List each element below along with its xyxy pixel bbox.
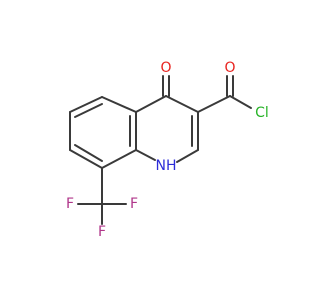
atom-label-nh: NH [156, 158, 177, 174]
atom-label-f-right: F [130, 196, 138, 212]
bond-cacyl-cl [229, 95, 252, 109]
atom-label-o-acyl: O [224, 60, 235, 76]
bond-c8-c8a [101, 149, 137, 169]
bond-c4-c3 [165, 95, 199, 113]
atom-label-f-bottom: F [98, 224, 106, 240]
bond-c3-cacyl [197, 95, 231, 113]
bond-c5-c6 [69, 96, 103, 113]
bonds [69, 75, 252, 225]
bond-c2-n1 [176, 149, 199, 163]
bond-c7-c8-inner [74, 144, 103, 162]
molecule-structure: O O Cl NH F F F [66, 60, 269, 240]
bond-c4a-c5 [101, 96, 137, 113]
atom-label-o-ketone: O [160, 60, 171, 76]
bond-c4a-c4 [135, 95, 167, 113]
bond-c5-c6-inner [74, 103, 103, 118]
bond-c7-c8 [69, 149, 103, 169]
bond-n1-c8a [135, 149, 156, 161]
atom-labels: O O Cl NH F F F [66, 60, 269, 240]
atom-label-cl: Cl [255, 105, 269, 121]
atom-label-f-left: F [66, 196, 74, 212]
